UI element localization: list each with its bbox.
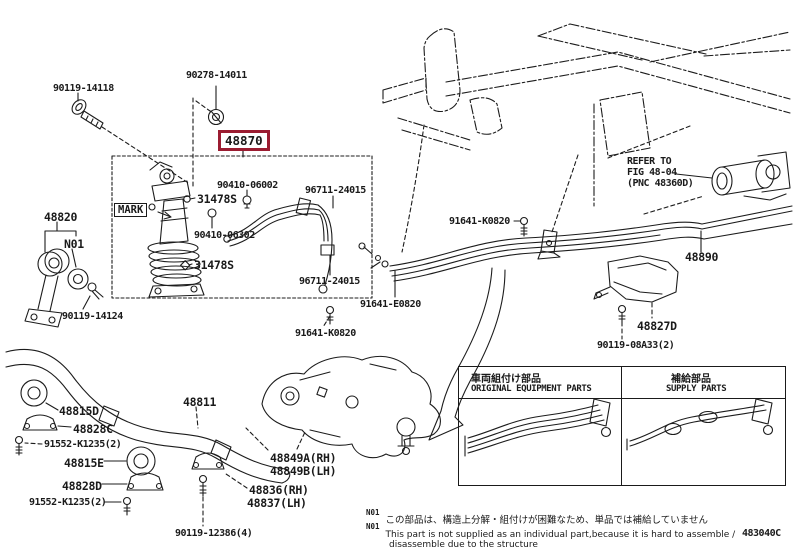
part-label-48815d[interactable]: 48815D: [59, 404, 99, 418]
part-label-91641-e0820[interactable]: 91641-E0820: [360, 299, 421, 310]
part-label-n01[interactable]: N01: [64, 237, 84, 251]
part-label-90278-14011[interactable]: 90278-14011: [186, 70, 247, 81]
part-label-48827d[interactable]: 48827D: [637, 319, 677, 333]
protector-drawing: [593, 255, 679, 303]
part-label-90119-08a33[interactable]: 90119-08A33(2): [597, 340, 675, 351]
supply-parts-drawing: [626, 398, 774, 451]
footnote-jp-prefix: N01: [366, 508, 380, 517]
footnote-en-line2: disassemble due to the structure: [389, 532, 538, 549]
part-label-90119-12386[interactable]: 90119-12386(4): [175, 528, 253, 539]
part-label-91641-k0820-2[interactable]: 91641-K0820: [295, 328, 356, 339]
part-label-90410-06302[interactable]: 90410-06302: [194, 230, 255, 241]
table-header-divider: [459, 398, 785, 399]
part-label-91552-k1235-1[interactable]: 91552-K1235(2): [44, 439, 122, 450]
part-label-48849a-rh[interactable]: 48849A(RH): [270, 451, 337, 465]
part-label-90119-14118[interactable]: 90119-14118: [53, 83, 114, 94]
fastener-drawings: [14, 99, 627, 516]
reference-arrow-drawing: [428, 267, 506, 441]
part-label-48828d[interactable]: 48828D: [62, 479, 102, 493]
footnote-en-line1: N01This part is not supplied as an indiv…: [366, 522, 735, 541]
stabilizer-bar-drawing: [5, 348, 291, 491]
shock-absorber-region-box: [111, 150, 373, 299]
footnote-jp-text: この部品は、構造上分解・組付けが困難なため、単品では補給していません: [385, 515, 708, 526]
oe-parts-header-en: ORIGINAL EQUIPMENT PARTS: [471, 384, 592, 394]
part-label-90410-06002[interactable]: 90410-06002: [217, 180, 278, 191]
part-label-90119-14124[interactable]: 90119-14124: [62, 311, 123, 322]
height-control-tube-drawing: [389, 205, 793, 282]
part-label-96711-24015-2[interactable]: 96711-24015: [299, 276, 360, 287]
oe-parts-drawing: [464, 398, 612, 457]
part-label-48811[interactable]: 48811: [183, 395, 217, 409]
shock-absorber-drawing: [147, 161, 205, 298]
refer-note-line2: FIG 48-04: [627, 167, 677, 178]
part-label-48890[interactable]: 48890: [685, 250, 719, 264]
parts-comparison-table: 車両組付け部品 ORIGINAL EQUIPMENT PARTS 補給部品 SU…: [458, 366, 786, 486]
part-label-48849b-lh[interactable]: 48849B(LH): [270, 464, 337, 478]
supply-parts-header-jp: 補給部品: [671, 374, 711, 385]
figure-code: 483040C: [742, 528, 781, 539]
leader-lines-dashed: [24, 97, 653, 527]
tube-sub-assembly-drawing: [207, 189, 335, 294]
part-label-96711-24015-1[interactable]: 96711-24015: [305, 185, 366, 196]
footnote-jp: N01 この部品は、構造上分解・組付けが困難なため、単品では補給していません: [366, 508, 708, 527]
table-column-divider: [621, 367, 622, 485]
part-label-31478s-1[interactable]: 31478S: [197, 192, 237, 206]
part-label-91552-k1235-2[interactable]: 91552-K1235(2): [29, 497, 107, 508]
footnote-en-text2: disassemble due to the structure: [389, 540, 538, 549]
footnote-en-prefix: N01: [366, 522, 380, 531]
part-label-48820[interactable]: 48820: [44, 210, 78, 224]
part-label-48815e[interactable]: 48815E: [64, 456, 104, 470]
refer-note-line1: REFER TO: [627, 156, 672, 167]
part-label-31478s-2[interactable]: 31478S: [194, 258, 234, 272]
height-control-compressor-drawing: [607, 125, 791, 215]
frame-drawing: [382, 23, 791, 207]
part-label-48828c[interactable]: 48828C: [73, 422, 113, 436]
mark-label: MARK: [114, 203, 148, 217]
oe-parts-header-jp: 車両組付け部品: [471, 374, 541, 385]
stabilizer-link-drawing: [24, 248, 89, 328]
mark-point-indicators: [180, 195, 196, 271]
supply-parts-header-en: SUPPLY PARTS: [666, 384, 727, 394]
lower-control-arm-drawing: [261, 355, 441, 459]
refer-note-line3: (PNC 48360D): [627, 178, 694, 189]
part-label-48836-rh[interactable]: 48836(RH): [249, 483, 309, 497]
footnote-en-text1: This part is not supplied as an individu…: [385, 530, 736, 540]
part-label-91641-k0820-1[interactable]: 91641-K0820: [449, 216, 510, 227]
label-pointer-lines: [44, 85, 702, 503]
selected-part-label-48870[interactable]: 48870: [218, 130, 270, 151]
part-label-48837-lh[interactable]: 48837(LH): [247, 496, 307, 510]
